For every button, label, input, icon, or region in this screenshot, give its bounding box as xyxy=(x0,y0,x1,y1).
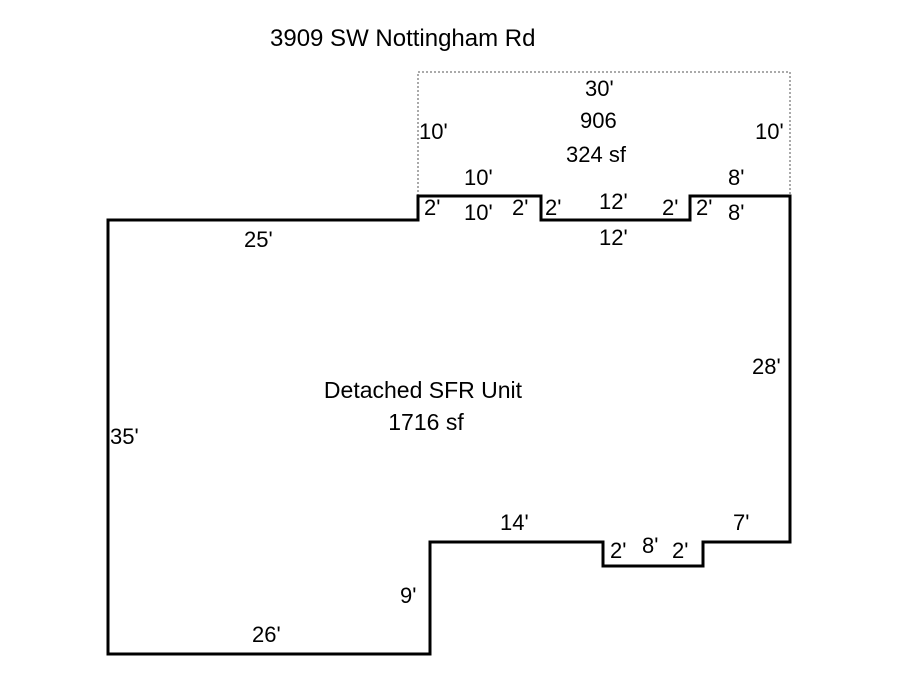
notch3-left-dimension: 2' xyxy=(696,195,712,220)
top-left-dimension: 25' xyxy=(244,227,273,252)
garage-outline xyxy=(417,71,791,196)
bump-left-dimension: 2' xyxy=(610,538,626,563)
left-dimension: 35' xyxy=(110,424,139,449)
notch2-left-dimension: 2' xyxy=(545,195,561,220)
house-outline xyxy=(106,194,792,656)
garage-name: 906 xyxy=(580,108,617,133)
notch3-inner-dimension: 8' xyxy=(728,200,744,225)
garage-area: 324 sf xyxy=(566,142,627,167)
notch1-right-dimension: 2' xyxy=(512,195,528,220)
notch1-left-dimension: 2' xyxy=(424,195,440,220)
right-dimension: 28' xyxy=(752,354,781,379)
notch1-inner-dimension: 10' xyxy=(464,200,493,225)
notch1-top-outer-dimension: 10' xyxy=(464,165,493,190)
notch2-top-dimension: 12' xyxy=(599,189,628,214)
garage-left-dimension: 10' xyxy=(419,119,448,144)
house-area: 1716 sf xyxy=(388,409,464,435)
house-name: Detached SFR Unit xyxy=(324,377,523,403)
notch2-right-dimension: 2' xyxy=(662,195,678,220)
step-vertical-dimension: 9' xyxy=(400,583,416,608)
garage-right-dimension: 10' xyxy=(755,119,784,144)
garage-top-dimension: 30' xyxy=(585,76,614,101)
notch3-top-outer-dimension: 8' xyxy=(728,165,744,190)
bottom-right-dimension: 7' xyxy=(733,510,749,535)
bump-right-dimension: 2' xyxy=(672,538,688,563)
notch2-bottom-dimension: 12' xyxy=(599,225,628,250)
bump-bottom-dimension: 8' xyxy=(642,533,658,558)
bottom-left-dimension: 26' xyxy=(252,622,281,647)
address-title: 3909 SW Nottingham Rd xyxy=(270,25,535,52)
bottom-mid-dimension: 14' xyxy=(500,510,529,535)
